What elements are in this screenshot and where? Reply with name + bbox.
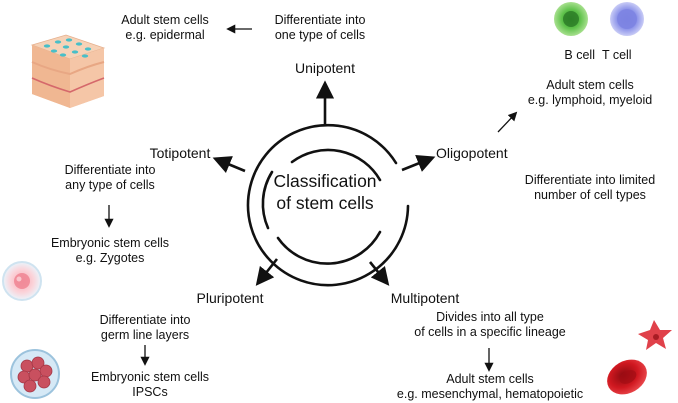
arrow-oligopotent-example xyxy=(497,111,518,133)
inner-arc-bottom xyxy=(276,230,382,265)
oligopotent-label: Oligopotent xyxy=(436,145,508,161)
multipotent-label: Multipotent xyxy=(390,290,460,306)
oligopotent-cell-labels: B cell T cell xyxy=(564,48,632,62)
red-blood-cell-icon xyxy=(607,359,647,395)
pluripotent-description: Differentiate into germ line layers xyxy=(99,313,191,342)
zygote-icon xyxy=(2,261,42,301)
unipotent-description: Differentiate into one type of cells xyxy=(274,13,366,42)
t-cell-icon xyxy=(610,2,644,36)
arrow-to-pluripotent xyxy=(255,258,279,286)
unipotent-example: Adult stem cells e.g. epidermal xyxy=(121,13,209,42)
embryo-icon xyxy=(10,349,60,399)
oligopotent-example: Adult stem cells e.g. lymphoid, myeloid xyxy=(527,78,653,107)
inner-arc-left xyxy=(261,170,274,230)
mesenchymal-cell-icon xyxy=(638,320,672,350)
multipotent-description: Divides into all type of cells in a spec… xyxy=(414,310,566,339)
detail-arrows xyxy=(104,24,518,372)
oligopotent-description: Differentiate into limited number of cel… xyxy=(524,173,656,202)
inner-arc-top xyxy=(290,148,382,182)
unipotent-label: Unipotent xyxy=(295,60,355,76)
pluripotent-label: Pluripotent xyxy=(196,290,264,306)
multipotent-example: Adult stem cells e.g. mesenchymal, hemat… xyxy=(396,372,584,401)
totipotent-description: Differentiate into any type of cells xyxy=(64,163,156,192)
center-title: Classification of stem cells xyxy=(273,171,377,213)
category-arrows xyxy=(212,80,436,286)
arrow-to-multipotent xyxy=(368,261,390,286)
arrow-to-totipotent xyxy=(212,156,246,173)
b-cell-icon xyxy=(554,2,588,36)
totipotent-example: Embryonic stem cells e.g. Zygotes xyxy=(50,236,170,265)
totipotent-label: Totipotent xyxy=(149,145,211,161)
arrow-to-oligopotent xyxy=(401,154,436,172)
pluripotent-example: Embryonic stem cells IPSCs xyxy=(90,370,210,399)
skin-tissue-icon xyxy=(30,34,106,108)
